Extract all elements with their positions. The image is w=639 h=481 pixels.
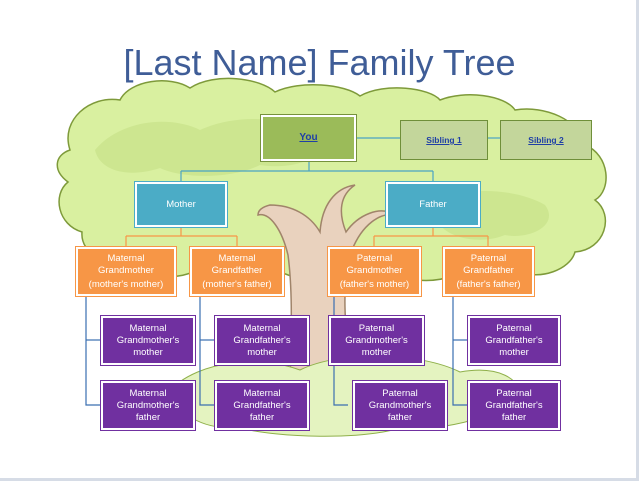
grandparent-box[interactable]: Maternal Grandfather (mother's father) (189, 246, 285, 297)
sibling-link[interactable]: Sibling 1 (426, 135, 462, 145)
grandparent-relation: (father's father) (456, 278, 521, 290)
father-box[interactable]: Father (385, 181, 481, 228)
great-grandparent-label: Grandfather's (233, 334, 291, 346)
great-grandparent-label: Grandfather's (485, 399, 543, 411)
great-grandparent-label: Paternal (358, 322, 395, 334)
great-grandparent-label: Maternal (129, 322, 167, 334)
you-box[interactable]: You (260, 114, 357, 162)
great-grandparent-label: Grandfather's (233, 399, 291, 411)
great-grandparent-label: father (135, 411, 161, 423)
sibling-link[interactable]: Sibling 2 (528, 135, 564, 145)
great-grandparent-label: Maternal (243, 387, 281, 399)
great-grandparent-label: mother (361, 346, 392, 358)
grandparent-box[interactable]: Maternal Grandmother (mother's mother) (75, 246, 177, 297)
page-title: [Last Name] Family Tree (123, 42, 516, 83)
great-grandparent-label: Paternal (496, 322, 532, 334)
grandparent-label: Grandfather (463, 264, 514, 276)
connector-lines (125, 228, 489, 246)
great-grandparent-label: mother (133, 346, 163, 358)
grandparent-relation: (father's mother) (339, 278, 410, 290)
great-grandparent-label: Grandmother's (116, 399, 180, 411)
great-grandparent-box[interactable]: Maternal Grandfather's mother (214, 315, 310, 366)
grandparent-label: Maternal (218, 252, 256, 264)
grandparent-label: Grandfather (211, 264, 263, 276)
you-link[interactable]: You (299, 132, 318, 143)
great-grandparent-label: Grandmother's (116, 334, 180, 346)
great-grandparent-label: Maternal (243, 322, 281, 334)
great-grandparent-label: Paternal (382, 387, 418, 399)
grandparent-box[interactable]: Paternal Grandfather (father's father) (442, 246, 535, 297)
great-grandparent-label: mother (499, 346, 529, 358)
great-grandparent-label: Grandmother's (345, 334, 408, 346)
great-grandparent-box[interactable]: Paternal Grandfather's mother (467, 315, 561, 366)
grandparent-label: Grandmother (346, 264, 403, 276)
great-grandparent-box[interactable]: Maternal Grandmother's mother (100, 315, 196, 366)
grandparent-label: Paternal (356, 252, 393, 264)
sibling-2-box[interactable]: Sibling 2 (500, 120, 592, 160)
great-grandparent-label: Paternal (496, 387, 532, 399)
great-grandparent-label: father (387, 411, 413, 423)
great-grandparent-box[interactable]: Maternal Grandfather's father (214, 380, 310, 431)
great-grandparent-label: father (249, 411, 275, 423)
sibling-1-box[interactable]: Sibling 1 (400, 120, 488, 160)
great-grandparent-label: Grandmother's (368, 399, 432, 411)
grandparent-label: Grandmother (98, 264, 154, 276)
great-grandparent-box[interactable]: Paternal Grandfather's father (467, 380, 561, 431)
great-grandparent-label: father (501, 411, 527, 423)
great-grandparent-label: mother (247, 346, 277, 358)
grandparent-label: Paternal (470, 252, 507, 264)
mother-box[interactable]: Mother (134, 181, 228, 228)
great-grandparent-box[interactable]: Paternal Grandmother's father (352, 380, 448, 431)
grandparent-relation: (mother's father) (202, 278, 272, 290)
great-grandparent-label: Maternal (129, 387, 167, 399)
grandparent-relation: (mother's mother) (88, 278, 164, 290)
grandparent-box[interactable]: Paternal Grandmother (father's mother) (327, 246, 422, 297)
grandparent-label: Maternal (107, 252, 145, 264)
great-grandparent-box[interactable]: Paternal Grandmother's mother (328, 315, 425, 366)
great-grandparent-box[interactable]: Maternal Grandmother's father (100, 380, 196, 431)
connector-lines (180, 137, 500, 181)
great-grandparent-label: Grandfather's (485, 334, 543, 346)
